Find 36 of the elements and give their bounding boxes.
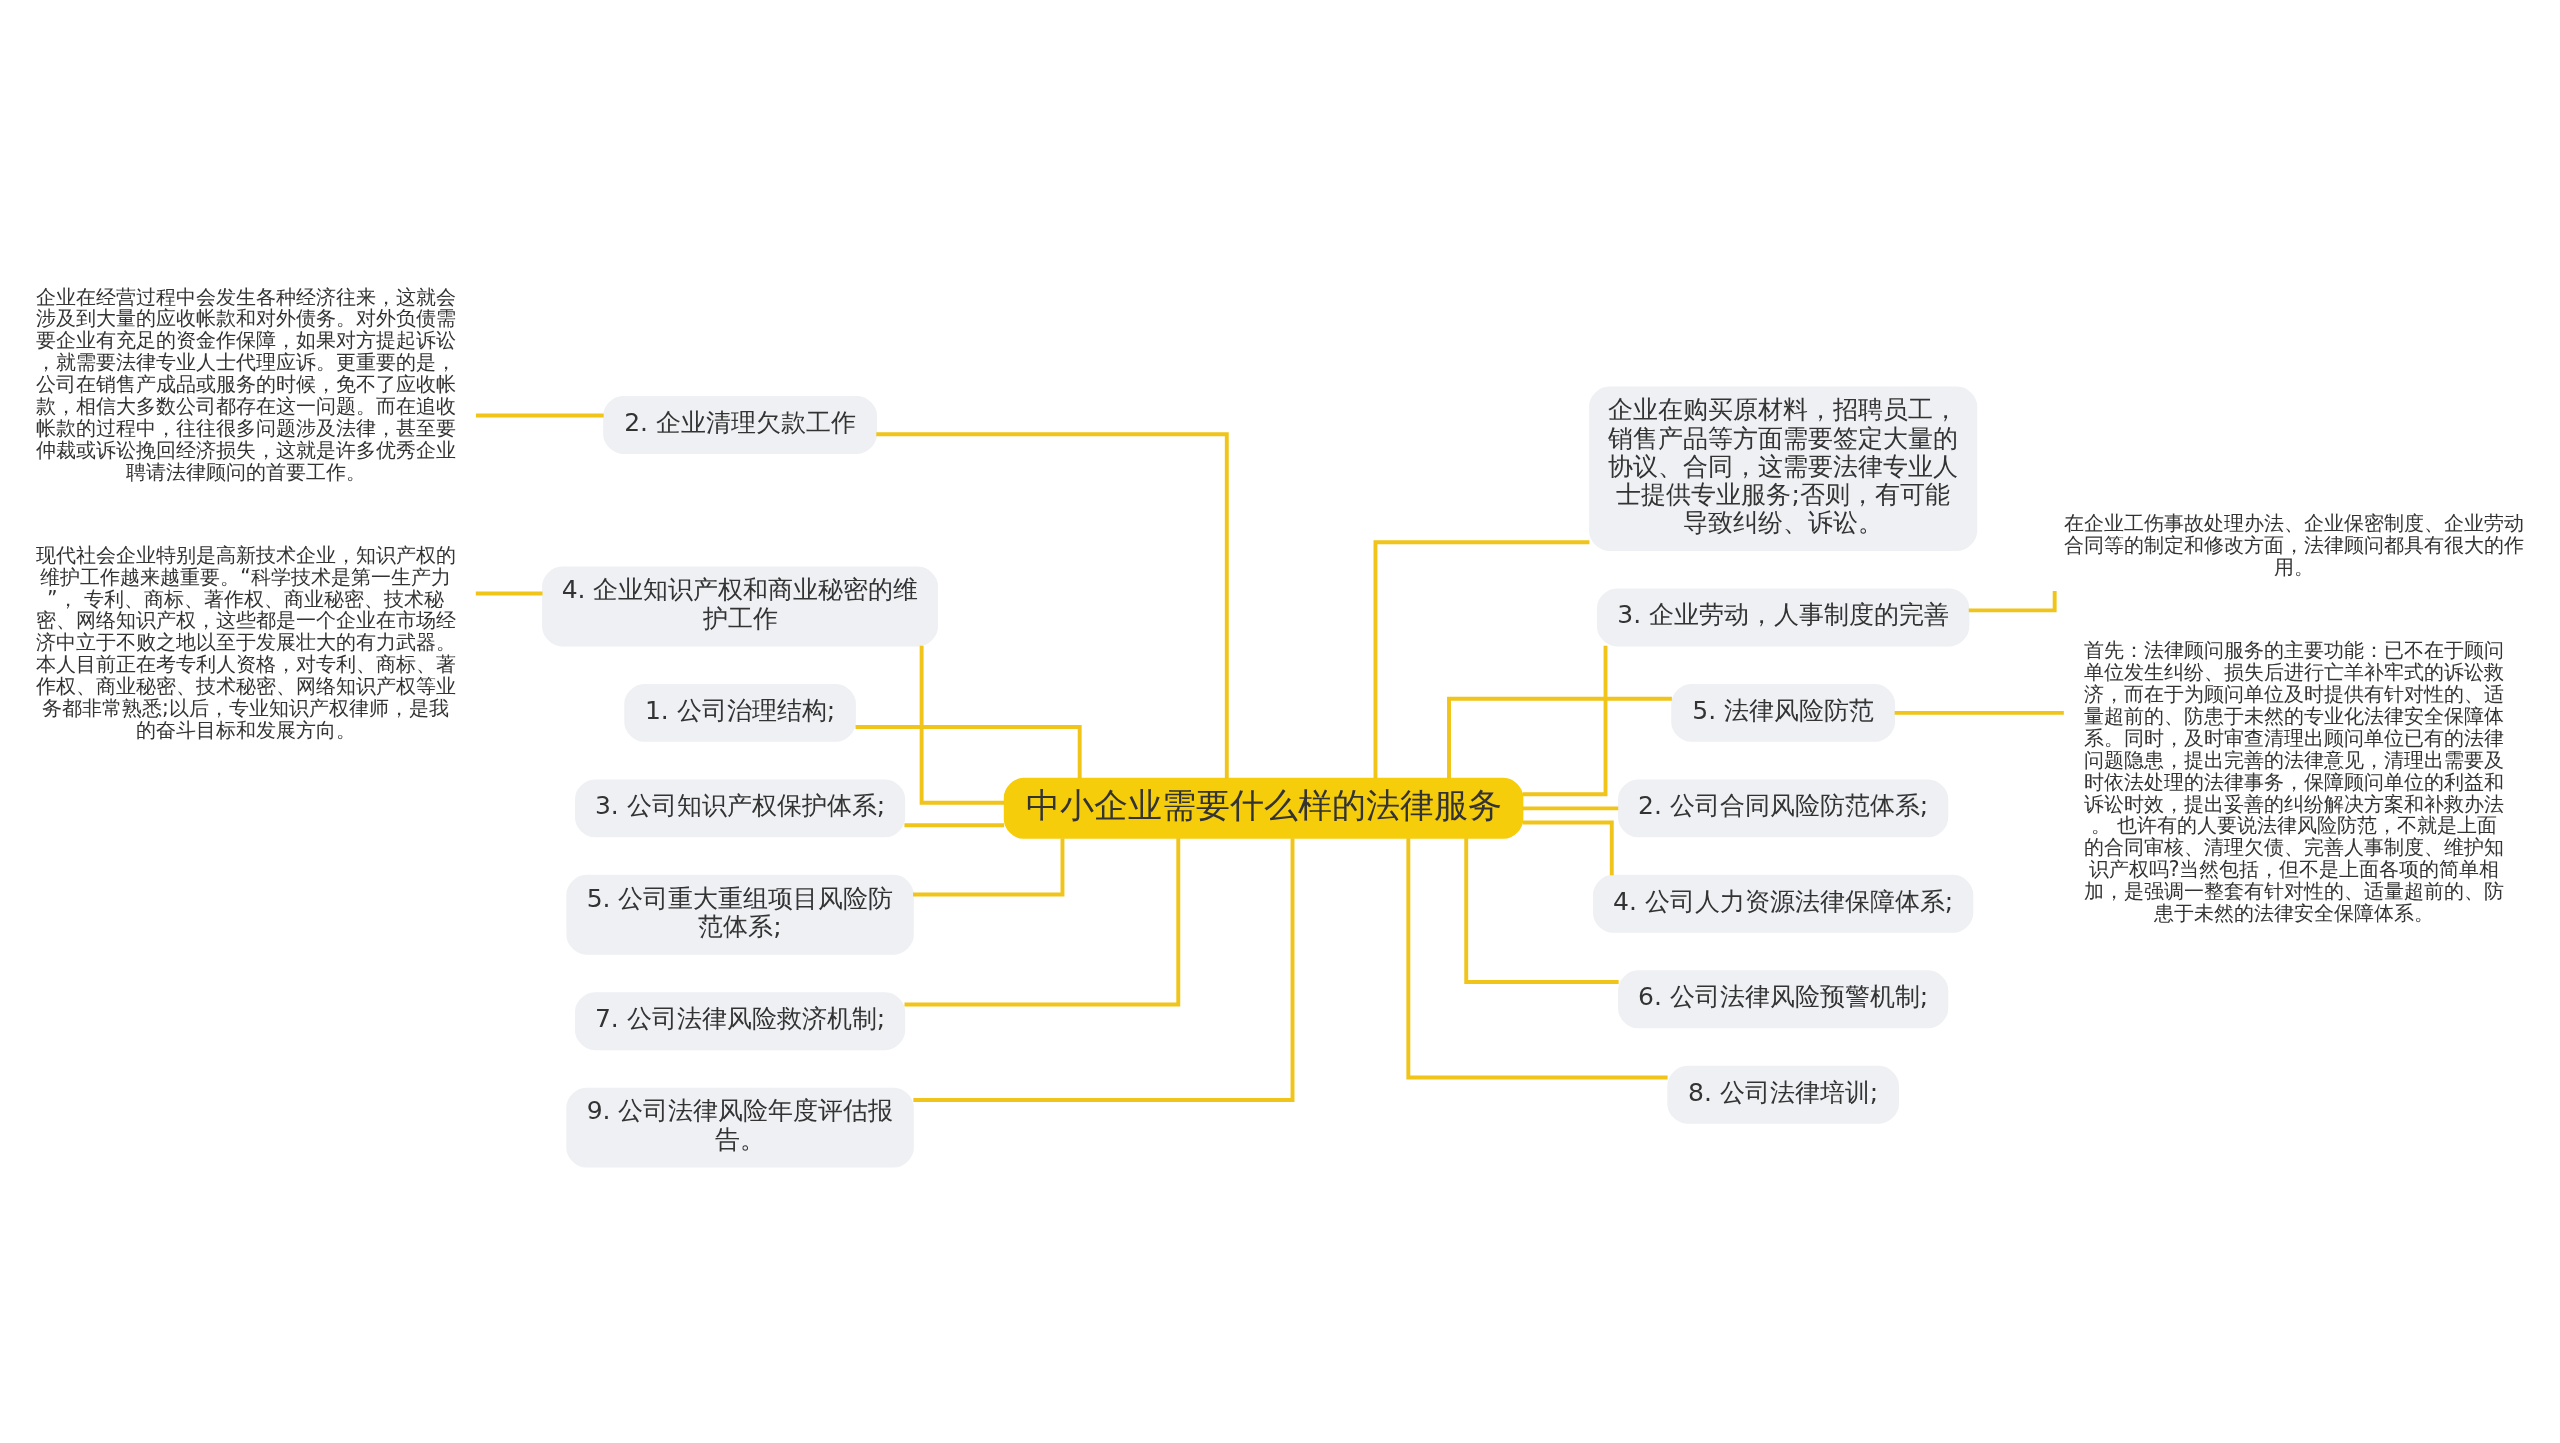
connector — [1522, 645, 1608, 797]
node-box: 5. 法律风险防范 — [1671, 683, 1896, 742]
node-box: 4. 公司人力资源法律保障体系; — [1593, 874, 1974, 933]
node-text: 在企业工伤事故处理办法、企业保密制度、企业劳动合同等的制定和修改方面，法律顾问都具有很大的作用。 — [2064, 511, 2525, 580]
node-box: 5. 公司重大重组项目风险防范体系; — [566, 874, 914, 955]
connector — [913, 838, 1295, 1102]
connector — [1464, 838, 1619, 985]
node-box: 3. 企业劳动，人事制度的完善 — [1596, 588, 1970, 647]
node-box: 7. 公司法律风险救济机制; — [574, 992, 906, 1051]
node-text: 首先：法律顾问服务的主要功能：已不在于顾问单位发生纠纷、损失后进行亡羊补牢式的诉讼救济，而在于为顾问单位及时提供有针对性的、适量超前的、防患于未然的专业化法律安全保障体系。同时，及时审查清理出顾问单位已有的法律问题隐患，提出完善的法律意见，清理出需要及时依法处理的法律事务，保障顾问单位的利益和诉讼时效，提出妥善的纠纷解决方案和补救办法。 也许有的人要说法律风险防范，不就是上面的合同审核、清理欠债、完善人事制度、维护知识产权吗?当然包括，但不是上面各项的简单相加，是强调一整套有针对性的、适量超前的、防患于未然的法律安全保障体系。 — [2084, 638, 2505, 926]
node-box: 3. 公司知识产权保护体系; — [574, 779, 906, 838]
connector — [1406, 838, 1668, 1080]
node-text: 企业在经营过程中会发生各种经济往来，这就会涉及到大量的应收帐款和对外债务。对外负债需要企业有充足的资金作保障，如果对方提起诉讼，就需要法律专业人士代理应诉。更重要的是，公司在销售产成品或服务的时候，免不了应收帐款，相信大多数公司都存在这一问题。而在追收帐款的过程中，往往很多问题涉及法律，甚至要仲裁或诉讼挽回经济损失，这就是许多优秀企业聘请法律顾问的首要工作。 — [35, 284, 456, 484]
node-box: 2. 公司合同风险防范体系; — [1618, 779, 1949, 838]
node-box: 2. 企业清理欠款工作 — [603, 396, 877, 454]
connector — [1523, 820, 1614, 876]
connector — [876, 432, 1229, 779]
node-box: 9. 公司法律风险年度评估报告。 — [566, 1087, 914, 1168]
node-box: 1. 公司治理结构; — [624, 683, 856, 742]
connector — [904, 838, 1181, 1007]
connector — [1373, 540, 1590, 779]
connector — [855, 725, 1082, 779]
node-box: 4. 企业知识产权和商业秘密的维护工作 — [542, 566, 939, 647]
connector — [904, 823, 1005, 828]
node-box: 8. 公司法律培训; — [1667, 1065, 1899, 1124]
connector — [919, 645, 1005, 805]
connector — [1447, 696, 1672, 779]
connector — [475, 591, 543, 596]
node-box: 6. 公司法律风险预警机制; — [1618, 970, 1949, 1029]
node-box: 中小企业需要什么样的法律服务 — [1003, 777, 1524, 839]
connector — [1894, 710, 2064, 715]
connector — [913, 838, 1065, 897]
connector — [1522, 806, 1619, 811]
node-box: 企业在购买原材料，招聘员工，销售产品等方面需要签定大量的协议、合同，这需要法律专业人士提供专业服务;否则，有可能导致纠纷、诉讼。 — [1589, 386, 1978, 551]
connector — [476, 413, 604, 418]
node-text: 现代社会企业特别是高新技术企业，知识产权的维护工作越来越重要。“科学技术是第一生产力”， 专利、商标、著作权、商业秘密、技术秘密、网络知识产权，这些都是一个企业在市场经济中立于不败之地以至于发展壮大的有力武器。本人目前正在考专利人资格，对专利、商标、著作权、商业秘密、技术秘密、网络知识产权等业务都非常熟悉;以后，专业知识产权律师，是我的奋斗目标和发展方向。 — [35, 542, 456, 742]
